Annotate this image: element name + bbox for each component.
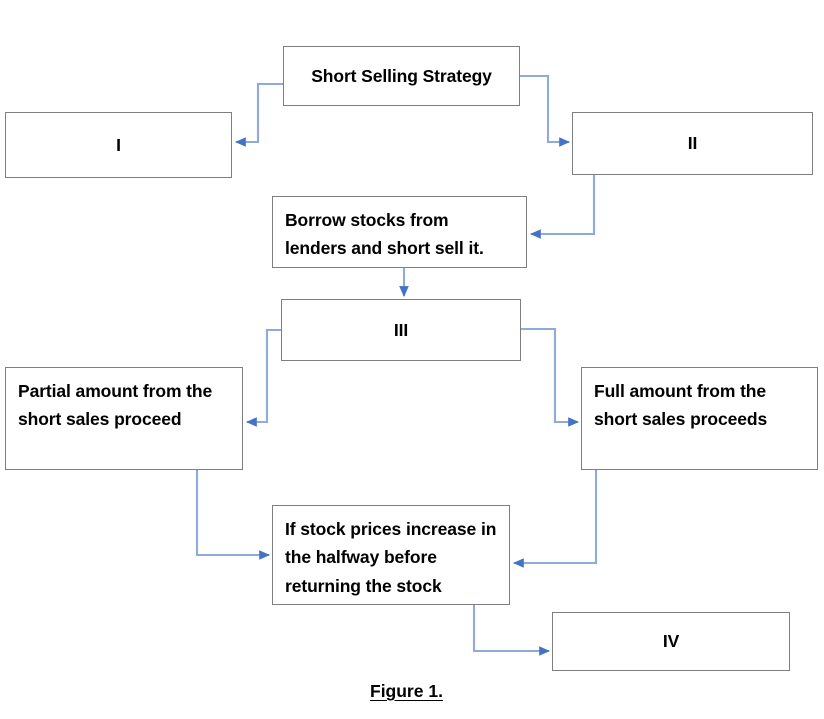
node-label: Partial amount from the short sales proc… (18, 381, 213, 430)
connector-full-to-if (512, 470, 598, 568)
connector-strategy-to-i (234, 82, 283, 147)
page-corner-mark (0, 0, 5, 14)
node-label: IV (662, 631, 680, 652)
connector-strategy-to-ii (520, 74, 571, 147)
node-label: If stock prices increase in the halfway … (285, 519, 497, 596)
node-partial-amount: Partial amount from the short sales proc… (5, 367, 243, 470)
node-full-amount: Full amount from the short sales proceed… (581, 367, 818, 470)
figure-caption: Figure 1. (370, 681, 443, 701)
node-label: II (687, 133, 698, 154)
node-borrow-stocks: Borrow stocks from lenders and short sel… (272, 196, 527, 268)
node-blank-i: I (5, 112, 232, 178)
connector-iii-to-partial (245, 328, 281, 427)
node-label: Borrow stocks from lenders and short sel… (285, 210, 484, 259)
connector-if-to-iv (472, 605, 551, 656)
node-blank-iv: IV (552, 612, 790, 671)
node-label: III (393, 319, 409, 340)
node-if-stock-prices: If stock prices increase in the halfway … (272, 505, 510, 605)
node-short-selling-strategy: Short Selling Strategy (283, 46, 520, 106)
node-label: Short Selling Strategy (311, 65, 492, 86)
connector-ii-to-borrow (529, 175, 596, 239)
node-blank-iii: III (281, 299, 521, 361)
connector-partial-to-if (195, 470, 271, 560)
connector-iii-to-full (521, 327, 580, 427)
node-label: Full amount from the short sales proceed… (594, 381, 768, 430)
node-label: I (116, 134, 121, 155)
node-blank-ii: II (572, 112, 813, 175)
